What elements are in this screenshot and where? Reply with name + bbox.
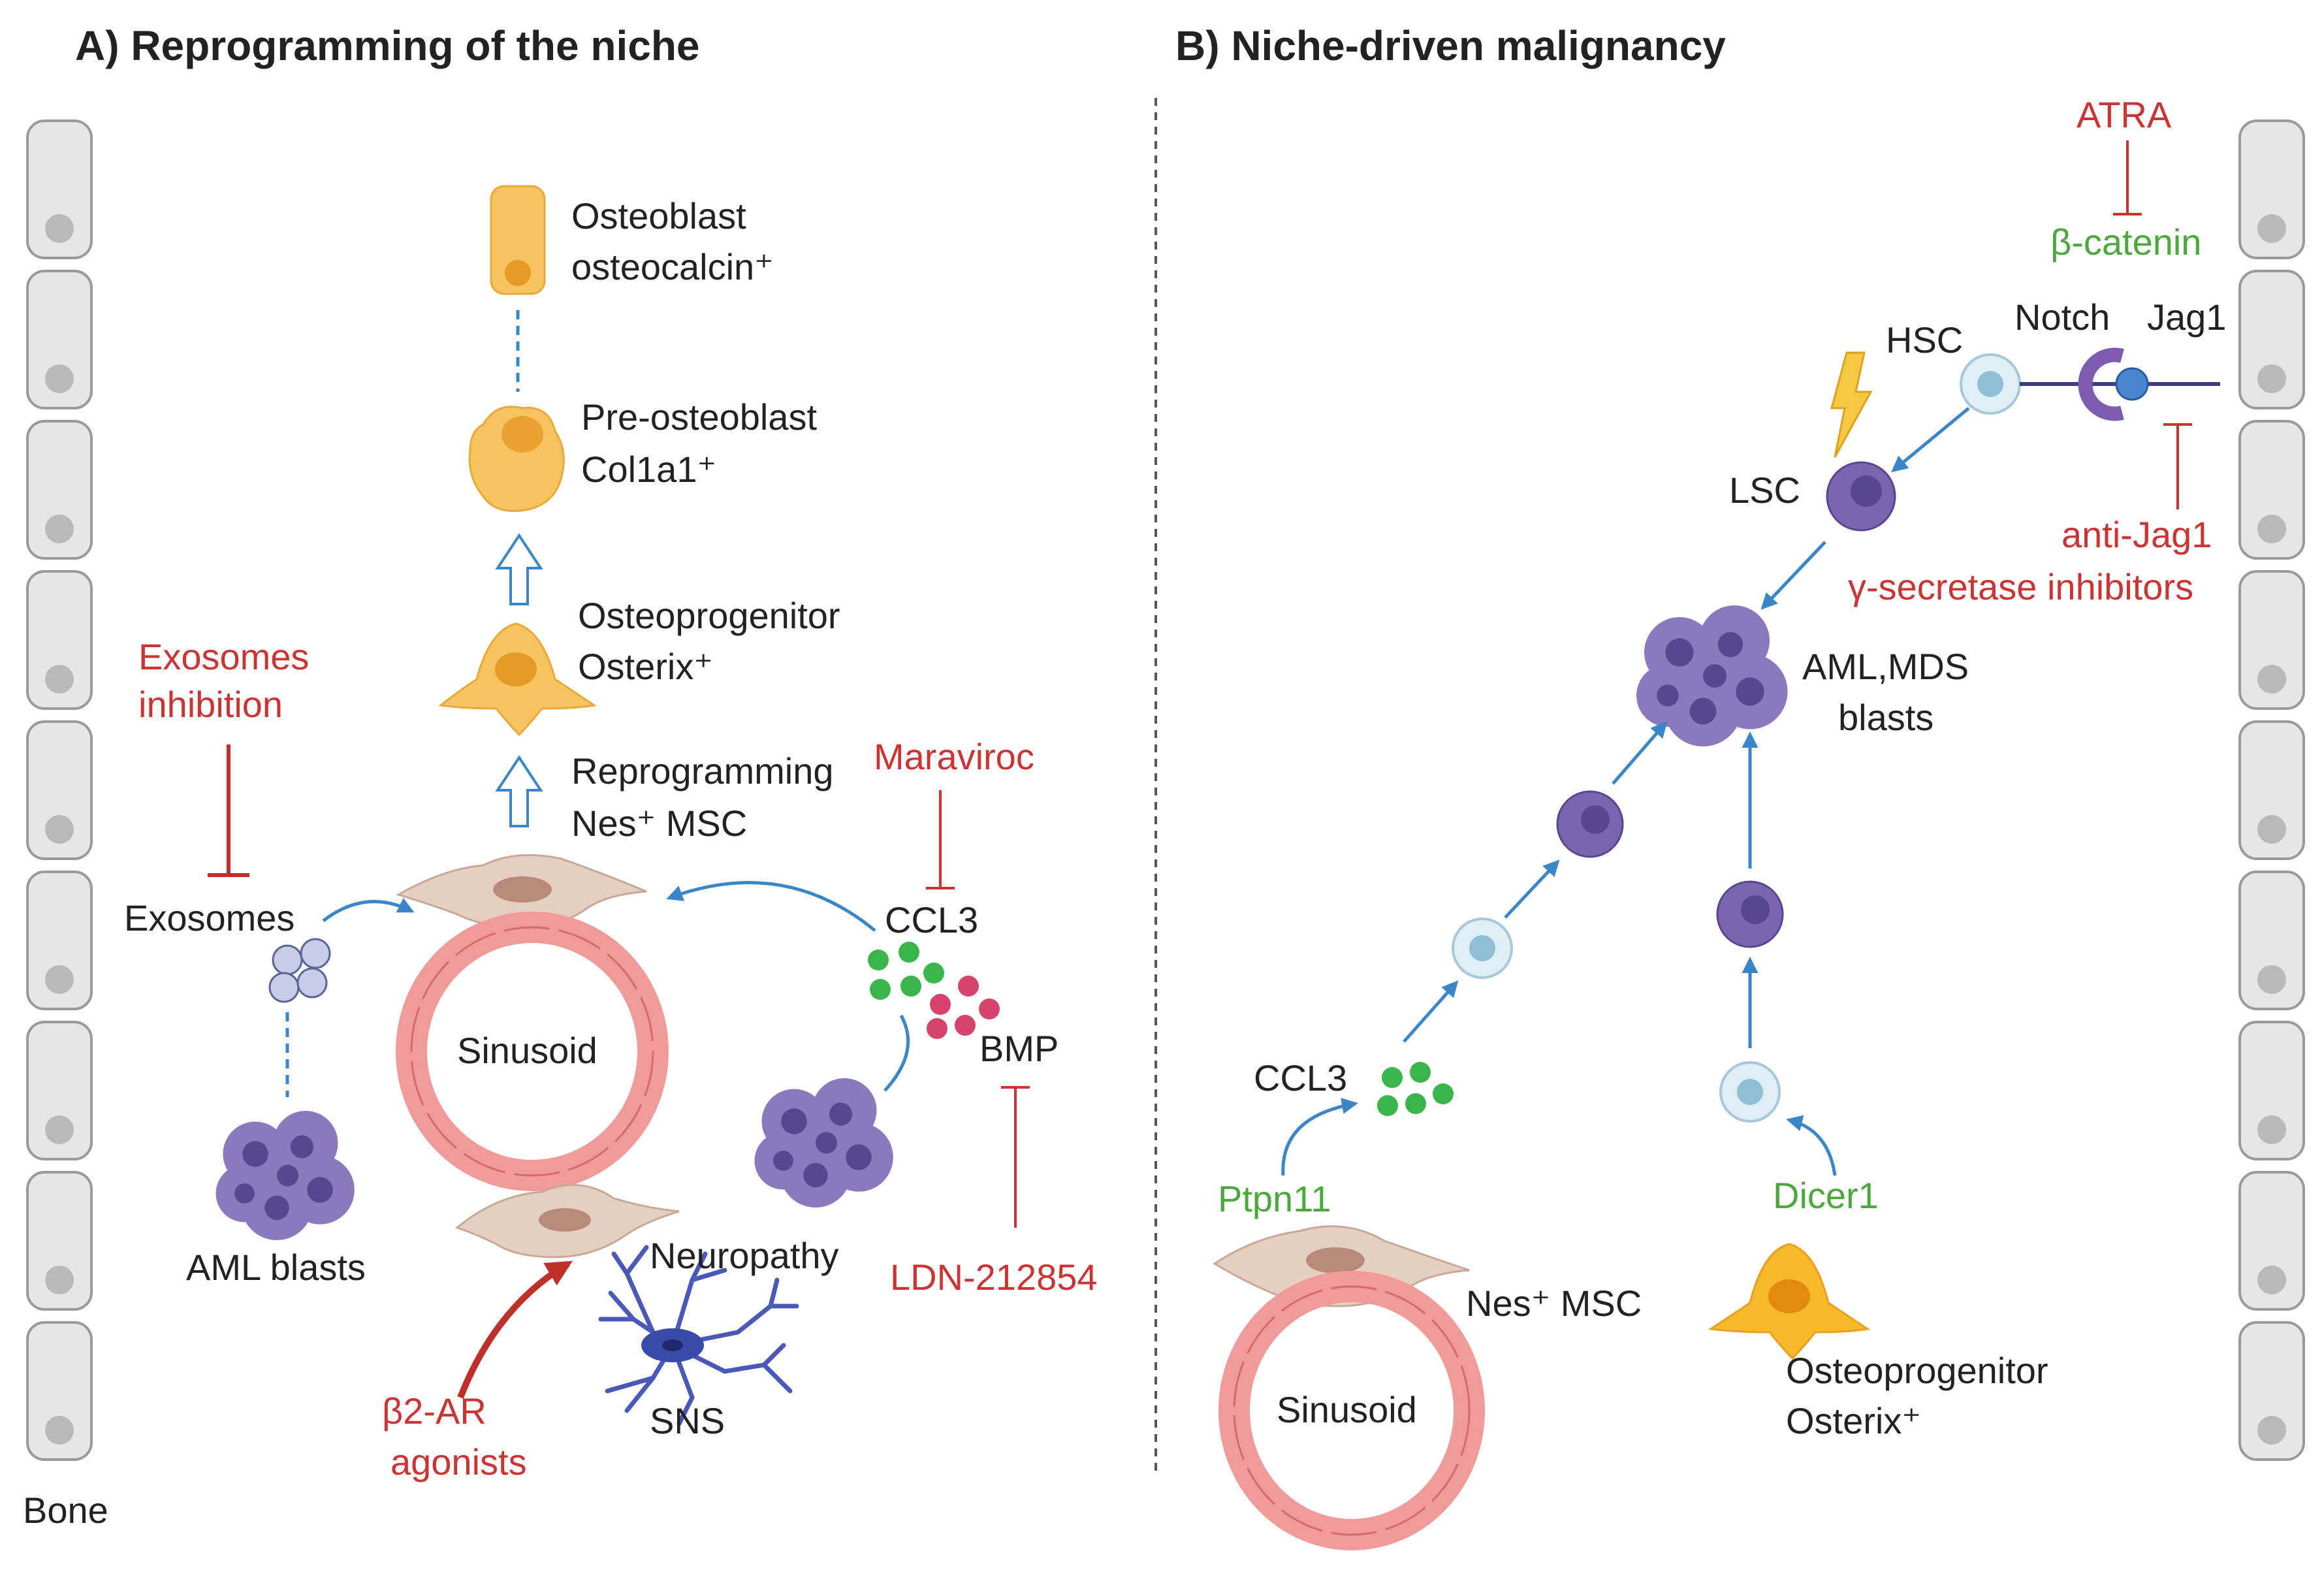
aml-mds-label: AML,MDS	[1802, 646, 1969, 687]
osteoprogenitor-label-b: Osteoprogenitor	[1786, 1350, 2048, 1391]
exosome-vesicles	[268, 938, 331, 1003]
beta-catenin-label: β-catenin	[2050, 221, 2201, 263]
osteoprogenitor-label: Osteoprogenitor	[578, 595, 840, 636]
exosomes-inhibition-bar	[208, 744, 249, 877]
osteoblast-label: Osteoblast	[571, 195, 746, 236]
osteoblast-cell	[490, 185, 546, 295]
bone-label: Bone	[23, 1490, 108, 1531]
pre-osteoblast-cell	[468, 406, 565, 512]
lightning-icon	[1830, 351, 1873, 458]
progenitor-cell-2-nucleus	[1737, 1079, 1763, 1105]
ptpn11-to-ccl3-arrow	[1281, 1098, 1358, 1176]
osteoprogenitor-marker: Osterix⁺	[578, 646, 713, 687]
sinusoid-vessel-a	[396, 912, 669, 1191]
neuropathy-label: Neuropathy	[650, 1235, 839, 1276]
osteoprogenitor-cell	[438, 622, 597, 737]
differentiation-arrow-1	[495, 533, 543, 605]
atra-label: ATRA	[2077, 94, 2172, 135]
sns-label: SNS	[650, 1400, 725, 1441]
jag1-ligand-icon	[2115, 367, 2149, 401]
bmp-label: BMP	[979, 1028, 1059, 1069]
ccl3-molecules-a	[868, 942, 944, 1000]
pre-osteoblast-label: Pre-osteoblast	[581, 396, 818, 438]
lsc-label: LSC	[1729, 470, 1800, 511]
lsc-nucleus	[1851, 475, 1882, 507]
sns-neuron	[598, 1245, 799, 1426]
atra-inhibition-bar	[2113, 140, 2142, 216]
ccl3-molecules-b	[1377, 1062, 1454, 1116]
gamma-secretase-label: γ-secretase inhibitors	[1848, 566, 2193, 607]
purple-cell-1-nucleus	[1581, 805, 1610, 834]
maraviroc-inhibition-bar	[926, 790, 955, 889]
osteoblast-marker: osteocalcin⁺	[571, 246, 774, 287]
sns-neuron-nucleus	[662, 1339, 683, 1351]
nes-msc-cell-bottom	[454, 1184, 680, 1258]
hsc-to-lsc-arrow	[1891, 407, 1970, 473]
jag1-inhibition-bar	[2163, 423, 2192, 509]
chain-arrow-2	[1504, 859, 1560, 919]
ccl3-label-a: CCL3	[885, 899, 978, 940]
notch-label: Notch	[2014, 296, 2110, 338]
anti-jag1-label: anti-Jag1	[2061, 514, 2212, 555]
ldn-label: LDN-212854	[890, 1256, 1098, 1298]
nes-msc-label-b: Nes⁺ MSC	[1466, 1283, 1642, 1324]
progenitor-cell-1-nucleus	[1469, 935, 1495, 961]
hsc-nucleus	[1977, 371, 2003, 397]
pre-osteoblast-marker: Col1a1⁺	[581, 449, 716, 490]
notch-receptor-icon	[2078, 347, 2124, 421]
panel-a-title: A) Reprogramming of the niche	[75, 22, 700, 69]
purple-cell-2-nucleus	[1741, 895, 1770, 924]
aml-blasts-label: AML blasts	[186, 1247, 366, 1288]
differentiation-arrow-2	[495, 755, 543, 827]
bmp-molecules	[927, 976, 1000, 1039]
bone-cells-right	[2238, 120, 2305, 1461]
exosomes-inhibition-label-2: inhibition	[138, 684, 283, 725]
ldn-inhibition-bar	[1001, 1086, 1030, 1228]
b2ar-label: β2-AR	[382, 1390, 486, 1431]
reprogramming-label: Reprogramming	[571, 750, 834, 791]
blast-to-signals-line	[883, 1014, 910, 1092]
jag1-label: Jag1	[2147, 296, 2226, 338]
chain-arrow-3	[1403, 980, 1459, 1043]
aml-blasts-cluster-a2	[754, 1078, 893, 1207]
b2ar-arrow	[457, 1260, 573, 1399]
aml-mds-blasts-cluster	[1636, 605, 1788, 746]
sinusoid-label-a: Sinusoid	[457, 1030, 597, 1071]
exosomes-label: Exosomes	[124, 897, 294, 938]
aml-mds-blasts-label: blasts	[1838, 697, 1934, 738]
sinusoid-label-b: Sinusoid	[1277, 1389, 1417, 1430]
nes-msc-cell-top	[396, 854, 647, 929]
nes-msc-label: Nes⁺ MSC	[571, 803, 747, 844]
osteoprogenitor-cell-b	[1708, 1243, 1870, 1360]
exosomes-inhibition-label: Exosomes	[138, 636, 309, 677]
lsc-to-blasts-arrow	[1760, 541, 1826, 610]
bone-cells-left	[26, 120, 93, 1461]
panel-b-title: B) Niche-driven malignancy	[1175, 22, 1726, 69]
dicer1-arrow	[1786, 1115, 1837, 1176]
ccl3-label-b: CCL3	[1254, 1057, 1347, 1098]
exosomes-arrow	[322, 897, 415, 922]
maraviroc-label: Maraviroc	[874, 736, 1034, 777]
hsc-label: HSC	[1886, 319, 1963, 360]
sinusoid-vessel-b	[1218, 1271, 1485, 1550]
dicer1-label: Dicer1	[1773, 1175, 1879, 1216]
ptpn11-label: Ptpn11	[1218, 1178, 1331, 1219]
osteoprogenitor-marker-b: Osterix⁺	[1786, 1400, 1921, 1441]
aml-blasts-cluster-a	[215, 1111, 355, 1240]
chain-arrow-1	[1612, 721, 1668, 785]
ccl3-to-msc-arrow	[666, 881, 876, 932]
b2ar-agonists-label: agonists	[390, 1441, 527, 1482]
